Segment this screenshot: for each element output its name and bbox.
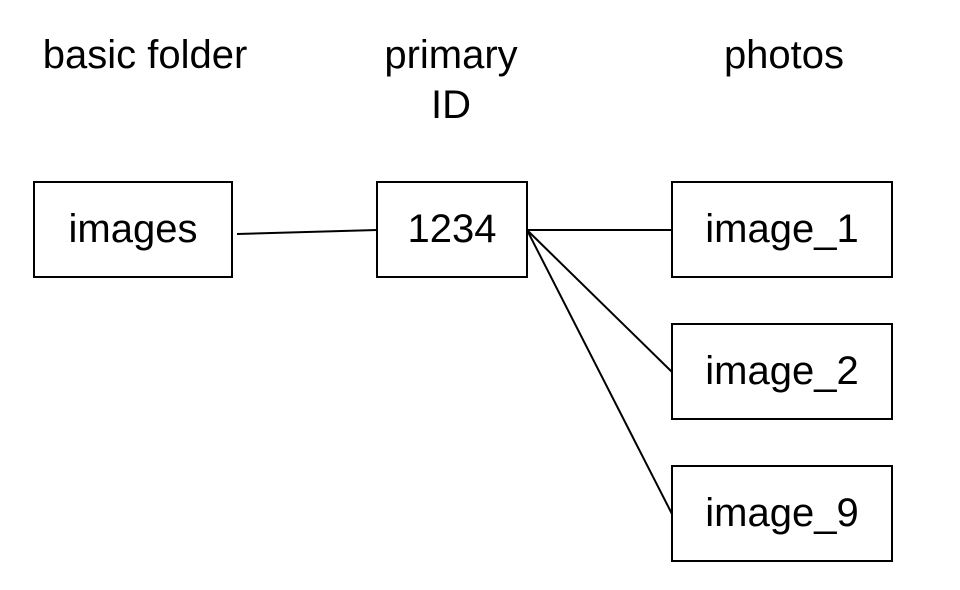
header-primary-id-line-1: primary [384, 33, 518, 77]
edge-1234-to-image-9 [526, 229, 673, 515]
node-images-label: images [68, 207, 198, 251]
node-image-1: image_1 [671, 181, 893, 278]
header-photos: photos [672, 30, 896, 80]
node-images: images [33, 181, 233, 278]
node-image-9: image_9 [671, 465, 893, 562]
header-basic-folder: basic folder [33, 30, 257, 80]
header-primary-id: primary ID [366, 30, 536, 130]
edge-images-to-1234 [236, 229, 378, 235]
header-photos-label: photos [723, 33, 845, 77]
node-1234-label: 1234 [407, 207, 497, 251]
edge-1234-to-image-2 [526, 229, 673, 373]
node-1234: 1234 [376, 181, 528, 278]
node-image-2: image_2 [671, 323, 893, 420]
node-image-9-label: image_9 [705, 491, 859, 535]
header-primary-id-line-2: ID [431, 83, 471, 127]
header-basic-folder-label: basic folder [42, 33, 248, 77]
node-image-2-label: image_2 [705, 349, 859, 393]
node-image-1-label: image_1 [705, 207, 859, 251]
